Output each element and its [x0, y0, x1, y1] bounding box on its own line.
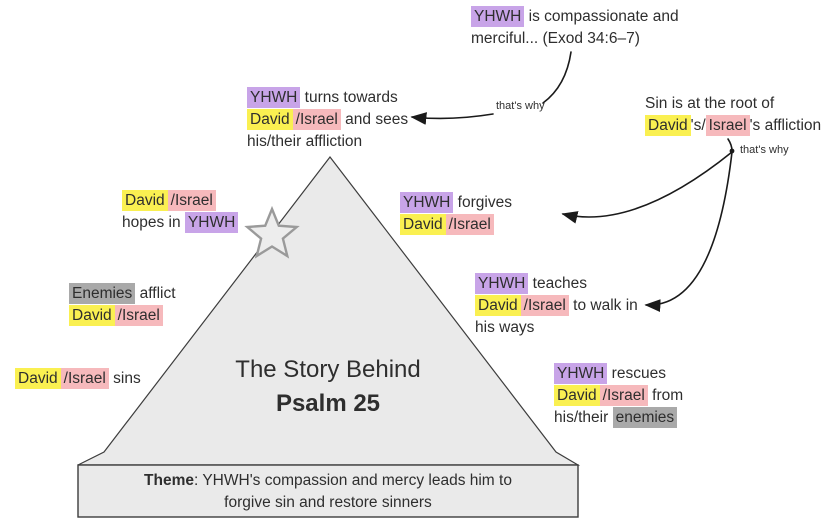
- text-segment: forgive sin and restore sinners: [224, 494, 432, 511]
- label-sin-at-root: Sin is at the root of David's/Israel's af…: [645, 93, 821, 137]
- text-segment: rescues: [607, 365, 666, 382]
- text-segment: his ways: [475, 319, 535, 336]
- highlighted-term: /Israel: [599, 385, 648, 406]
- highlighted-term: /Israel: [60, 368, 109, 389]
- text-segment: sins: [108, 370, 141, 387]
- highlighted-term: David: [247, 109, 293, 130]
- highlighted-term: YHWH: [184, 212, 239, 233]
- text-segment: to walk in: [568, 297, 638, 314]
- highlighted-term: David: [554, 385, 600, 406]
- highlighted-term: /Israel: [520, 295, 569, 316]
- arrow-sin-to-forgives: [561, 151, 733, 224]
- arrow-exod-to-thats-why: [542, 51, 572, 104]
- text-segment: forgives: [453, 194, 512, 211]
- text-segment: Theme: [144, 472, 194, 489]
- highlighted-term: David: [122, 190, 168, 211]
- text-segment: his/their affliction: [247, 133, 363, 150]
- text-segment: merciful... (Exod 34:6–7): [471, 30, 640, 47]
- highlighted-term: David: [400, 214, 446, 235]
- highlighted-term: /Israel: [114, 305, 163, 326]
- text-segment: 's affliction: [749, 117, 822, 134]
- text-segment: : YHWH's compassion and mercy leads him …: [194, 472, 512, 489]
- text-segment: Sin is at the root of: [645, 95, 775, 112]
- highlighted-term: David: [69, 305, 115, 326]
- star-icon: [244, 205, 300, 259]
- thats-why-note-top: that's why: [496, 100, 545, 112]
- plinth-base: [77, 464, 579, 518]
- sin-note-dot: [729, 148, 735, 154]
- text-segment: and sees: [340, 111, 409, 128]
- highlighted-term: YHWH: [554, 363, 608, 384]
- text-segment: turns towards: [300, 89, 398, 106]
- label-yhwh-compassionate: YHWH is compassionate and merciful... (Ex…: [471, 6, 679, 50]
- arrow-thats-why-to-turns: [410, 112, 494, 125]
- text-segment: from: [647, 387, 684, 404]
- highlighted-term: Enemies: [69, 283, 136, 304]
- highlighted-term: /Israel: [167, 190, 216, 211]
- highlighted-term: YHWH: [471, 6, 525, 27]
- text-segment: is compassionate and: [524, 8, 679, 25]
- text-segment: hopes in: [122, 214, 185, 231]
- highlighted-term: /Israel: [445, 214, 494, 235]
- theme-statement: Theme: YHWH's compassion and mercy leads…: [88, 470, 568, 514]
- highlighted-term: David: [645, 115, 691, 136]
- highlighted-term: YHWH: [475, 273, 529, 294]
- highlighted-term: David: [475, 295, 521, 316]
- highlighted-term: Israel: [705, 115, 750, 136]
- diagram-title-line2: Psalm 25: [275, 390, 381, 417]
- text-segment: teaches: [528, 275, 587, 292]
- highlighted-term: enemies: [612, 407, 678, 428]
- label-hopes-in-yhwh: David/Israel hopes in YHWH: [122, 190, 239, 234]
- label-david-israel-sins: David/Israel sins: [15, 368, 141, 390]
- text-segment: afflict: [135, 285, 176, 302]
- highlighted-term: YHWH: [247, 87, 301, 108]
- highlighted-term: YHWH: [400, 192, 454, 213]
- text-segment: 's/: [690, 117, 706, 134]
- arrow-sin-to-teaches: [644, 151, 733, 313]
- thats-why-note-right: that's why: [740, 144, 789, 156]
- highlighted-term: David: [15, 368, 61, 389]
- text-segment: his/their: [554, 409, 613, 426]
- diagram-title-line1: The Story Behind: [235, 356, 421, 383]
- highlighted-term: /Israel: [292, 109, 341, 130]
